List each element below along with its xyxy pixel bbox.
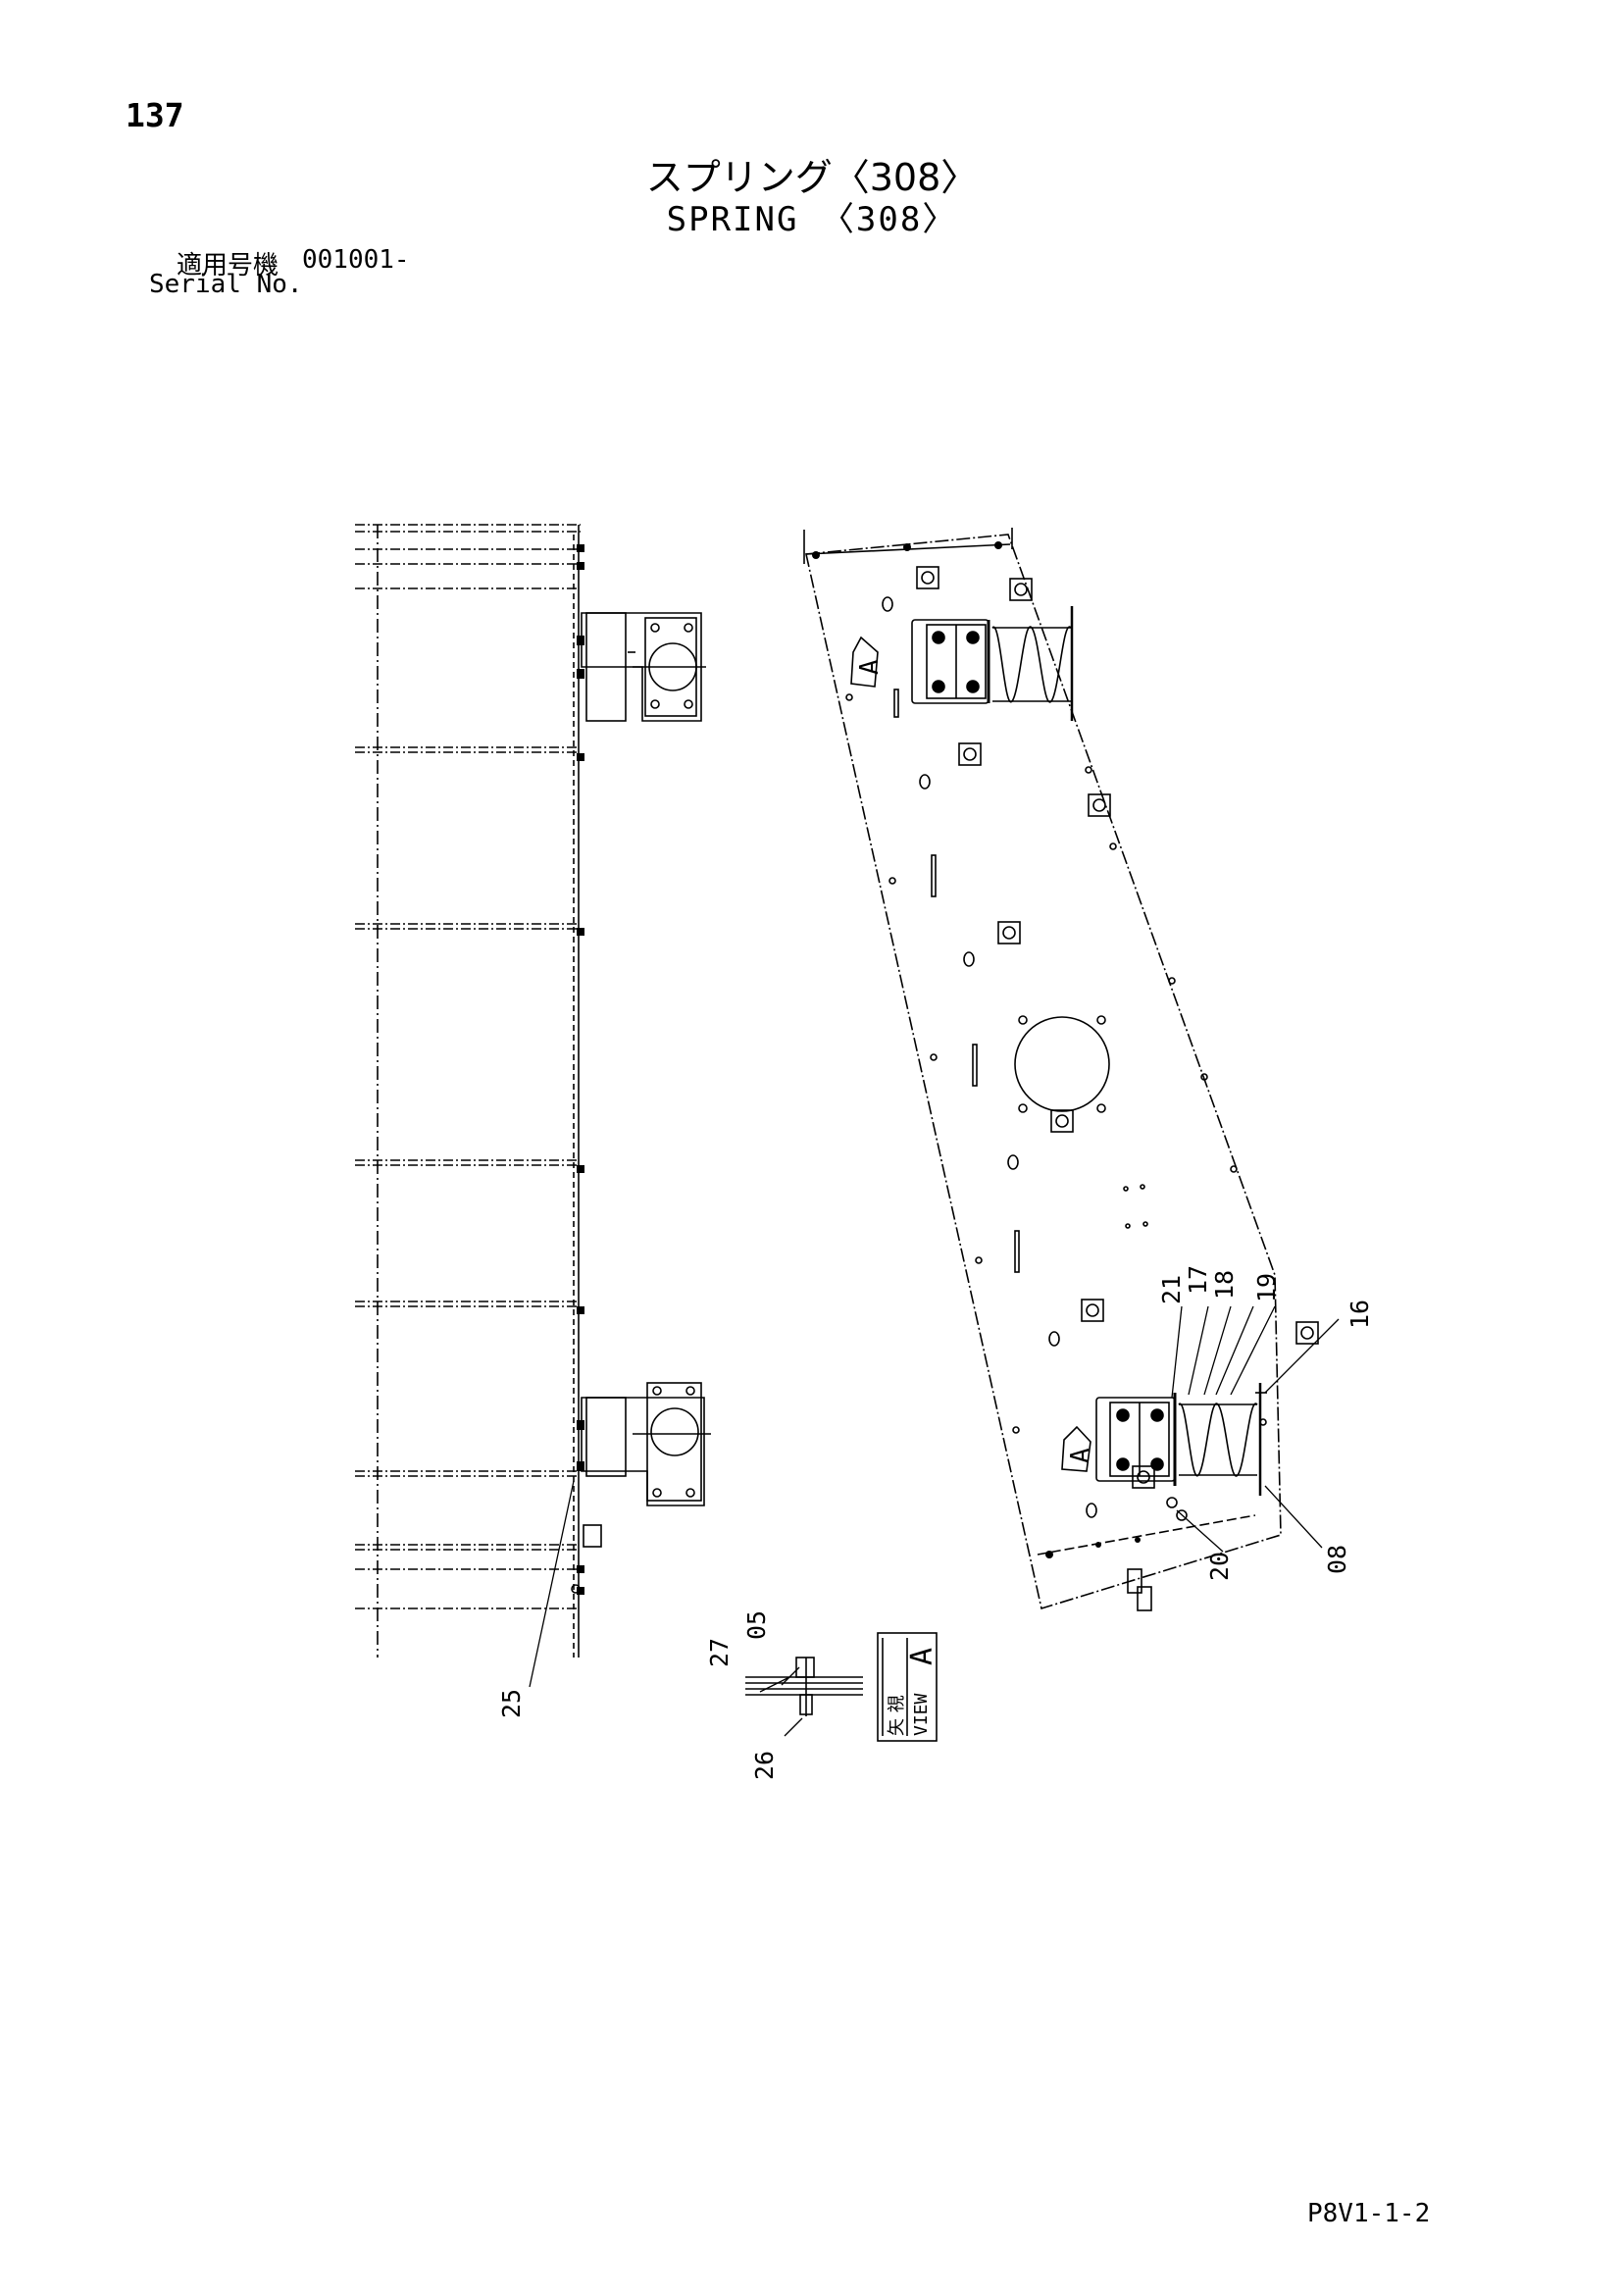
callout-17: 17 <box>1184 1265 1212 1295</box>
callout-20: 20 <box>1205 1552 1234 1581</box>
callout-19: 19 <box>1252 1273 1281 1302</box>
callout-numbers: 21 17 18 19 16 20 08 25 27 05 26 A A 矢 視… <box>497 659 1374 1780</box>
side-view-frame <box>355 524 711 1658</box>
title-japanese: スプリング〈308〉 <box>645 156 979 199</box>
callout-21: 21 <box>1157 1275 1186 1304</box>
serial-number-value: 001001- <box>302 245 410 275</box>
view-a-marker <box>877 1632 938 1742</box>
view-a-letter: A <box>905 1648 939 1665</box>
serial-label-japanese: 適用号機 <box>177 251 279 281</box>
bolt-detail <box>745 1657 863 1716</box>
document-code: P8V1-1-2 <box>1307 2199 1431 2228</box>
page-number: 137 <box>126 96 184 134</box>
callout-18: 18 <box>1210 1270 1239 1300</box>
view-a-english: VIEW <box>911 1693 932 1736</box>
callout-08: 08 <box>1323 1545 1351 1574</box>
callout-26: 26 <box>750 1751 779 1780</box>
callout-leaders <box>529 1305 1340 1737</box>
callout-16: 16 <box>1345 1300 1374 1329</box>
view-a-flag-letter-upper: A <box>855 659 885 675</box>
callout-25: 25 <box>497 1689 526 1718</box>
view-a-japanese: 矢 視 <box>887 1695 907 1736</box>
callout-27: 27 <box>705 1638 734 1667</box>
plan-view-plate <box>803 528 1319 1611</box>
serial-label-english: Serial No. <box>149 270 303 299</box>
view-a-flag-letter-lower: A <box>1066 1448 1095 1463</box>
callout-05: 05 <box>742 1610 771 1640</box>
title-english: SPRING 〈308〉 <box>666 200 958 239</box>
